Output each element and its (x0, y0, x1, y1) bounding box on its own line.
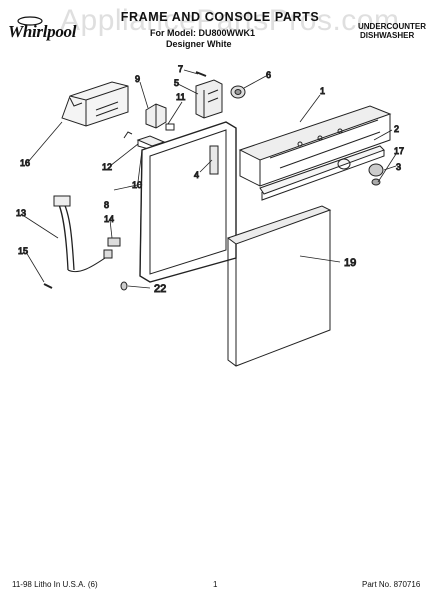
leader-lines (23, 69, 397, 289)
part-19-door-panel (226, 205, 332, 367)
page-number: 1 (213, 580, 218, 589)
litho-footer: 11-98 Litho In U.S.A. (6) (12, 580, 98, 589)
part-13-wire-harness (53, 195, 113, 272)
callout-5: 5 (174, 78, 179, 88)
part-1-console (238, 105, 392, 187)
product-type-line1: UNDERCOUNTER (358, 22, 426, 31)
part-14-switch (107, 237, 121, 247)
color-designation: Designer White (166, 39, 232, 49)
part-7-screw (195, 71, 207, 77)
callout-3: 3 (396, 162, 401, 172)
logo-swirl-icon (17, 16, 43, 26)
callout-4: 4 (194, 170, 199, 180)
part-9-latch (145, 103, 175, 131)
callout-14: 14 (104, 214, 114, 224)
callout-16: 16 (20, 158, 30, 168)
callout-2: 2 (394, 124, 399, 134)
product-type-line2: DISHWASHER (360, 31, 415, 40)
callout-9: 9 (135, 74, 140, 84)
callout-7: 7 (178, 64, 183, 74)
callout-10: 10 (132, 180, 142, 190)
part-2-control-panel (259, 145, 385, 201)
page-title: FRAME AND CONSOLE PARTS (120, 10, 320, 24)
part-8-door-frame (139, 121, 237, 283)
callout-8: 8 (104, 200, 109, 210)
callout-15: 15 (18, 246, 28, 256)
callout-6: 6 (266, 70, 271, 80)
part-15-screw (43, 283, 53, 289)
callout-22: 22 (154, 283, 166, 295)
callout-13: 13 (16, 208, 26, 218)
part-16-cover (61, 81, 129, 127)
part-number-footer: Part No. 870716 (362, 580, 421, 589)
callout-numbers: 1 2 3 4 5 6 7 8 9 10 11 12 13 14 15 16 1… (16, 64, 405, 296)
part-5-hinge (195, 79, 223, 119)
brand-logo (17, 16, 43, 26)
callout-17: 17 (394, 146, 404, 156)
part-17-button (371, 178, 381, 186)
part-3-knob (368, 163, 384, 177)
callout-12: 12 (102, 162, 112, 172)
brand-name: Whirlpool (8, 22, 77, 41)
part-22-fastener (120, 281, 128, 291)
callout-19: 19 (344, 257, 356, 269)
callout-1: 1 (320, 86, 325, 96)
model-number: For Model: DU800WWK1 (150, 28, 256, 38)
callout-11: 11 (176, 92, 185, 102)
part-6-knob (230, 85, 246, 99)
